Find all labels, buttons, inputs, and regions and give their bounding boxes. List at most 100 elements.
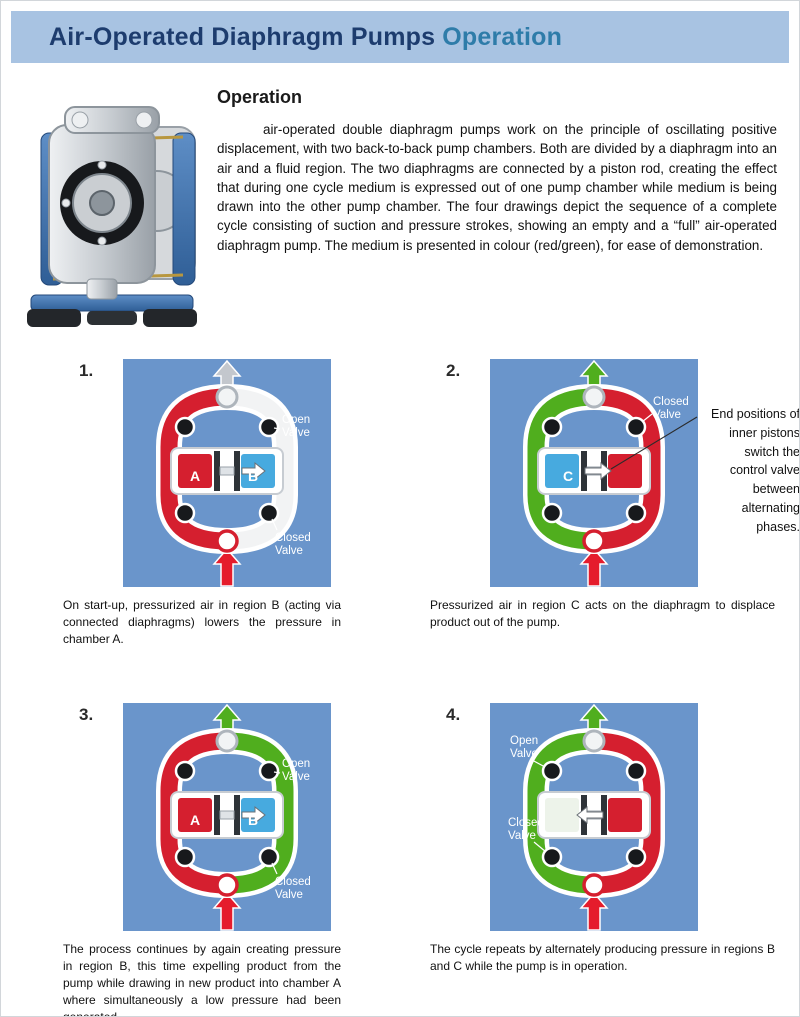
pump-top-manifold [64, 106, 160, 134]
pump-bolt-top [97, 160, 107, 170]
pump-frame-right [172, 132, 196, 286]
figure-4-diagram: Open Valve Closed Valve [490, 703, 698, 932]
closed-valve-callout [271, 863, 278, 875]
tube-left [527, 732, 603, 894]
piston-direction-arrow [576, 806, 604, 825]
figure-2-top: 2. [430, 359, 799, 587]
region-b-label: B [248, 468, 258, 484]
tube-left [160, 732, 236, 894]
figure-3-caption: The process continues by again creating … [63, 942, 341, 1017]
valve-ball-top-left [541, 416, 563, 438]
pump-photo-illustration [27, 106, 197, 327]
pump-foot-left [27, 309, 81, 327]
closed-valve-label: Closed [275, 532, 311, 544]
pump-bolt-bottom [97, 236, 107, 246]
piston-direction-arrow [241, 806, 266, 825]
intro-text: Operation air-operated double diaphragm … [217, 83, 777, 341]
chamber-left [545, 798, 579, 833]
intro-heading: Operation [217, 87, 303, 107]
figure-4-top: 4. [430, 703, 799, 932]
open-valve-callout [273, 771, 281, 774]
chamber-left [178, 454, 212, 488]
valve-ball-bottom-right [258, 502, 280, 524]
open-valve-label: Open [282, 414, 310, 426]
figure-2-number: 2. [446, 361, 461, 380]
figure-4: 4. [430, 703, 799, 1016]
closed-valve-label: Valve [275, 545, 303, 557]
valve-ball-top-right [625, 416, 647, 438]
bottom-flow-arrow [579, 892, 609, 932]
figure-1-caption: On start-up, pressurized air in region B… [63, 598, 341, 646]
bottom-port [582, 529, 606, 553]
bottom-port [582, 873, 606, 898]
region-b-label: B [248, 812, 258, 828]
closed-valve-label: Valve [653, 409, 681, 421]
figure-1-top: 1. [63, 359, 430, 587]
valve-ball-top-left [541, 761, 563, 782]
top-port [215, 385, 239, 409]
figure-3-diagram: Open Valve Closed Valve A B [123, 703, 331, 932]
pump-foot-center [87, 311, 137, 325]
figures-row-2: 3. [63, 703, 799, 1017]
valve-ball-bottom-right [258, 847, 280, 868]
tube-right [218, 732, 294, 894]
figure-4-number: 4. [446, 705, 461, 725]
bottom-port [215, 873, 239, 898]
open-valve-label: Valve [282, 427, 310, 439]
bottom-flow-arrow [212, 547, 242, 587]
region-a-label: A [190, 812, 200, 828]
open-valve-label: Open [282, 758, 310, 770]
figure-3-top: 3. [63, 703, 430, 932]
chamber-left [178, 798, 212, 833]
diaphragm-right [234, 451, 240, 491]
tube-right [218, 388, 294, 550]
open-valve-label: Open [510, 735, 538, 747]
page-title-accent: Operation [442, 22, 563, 51]
pump-schematic-2: Closed Valve C [490, 359, 698, 587]
figures-row-1: 1. [63, 359, 799, 647]
pump-top-cap-right [135, 111, 153, 129]
figure-3-number: 3. [79, 705, 94, 725]
pump-hub [89, 190, 115, 216]
figures-section: 1. [63, 359, 799, 1017]
closed-valve-label: Valve [508, 830, 536, 842]
chamber-left [545, 454, 579, 488]
intro-paragraph: air-operated double diaphragm pumps work… [217, 122, 777, 253]
open-valve-label: Valve [510, 748, 538, 760]
closed-valve-callout [271, 518, 278, 531]
bottom-flow-arrow [212, 892, 242, 932]
tube-left [160, 388, 236, 550]
top-port [215, 729, 239, 753]
chamber-right [608, 454, 642, 488]
intro-section: Operation air-operated double diaphragm … [23, 83, 787, 341]
figure-2: 2. [430, 359, 799, 647]
pump-schematic-3: Open Valve Closed Valve A B [123, 703, 331, 932]
figure-1: 1. [63, 359, 430, 647]
chamber-right [608, 798, 642, 833]
pump-foot-right [143, 309, 197, 327]
side-note-callout [610, 416, 698, 470]
open-valve-callout [273, 427, 281, 430]
diaphragm-left [581, 451, 587, 491]
figure-1-diagram: Open Valve Closed Valve A B [123, 359, 331, 587]
pump-photo [23, 83, 209, 341]
valve-ball-top-left [174, 761, 196, 782]
tube-right [585, 388, 661, 550]
diaphragm-left [214, 795, 220, 836]
top-port [582, 385, 606, 409]
figure-1-number: 1. [79, 361, 94, 380]
valve-ball-bottom-left [174, 502, 196, 524]
figure-4-caption: The cycle repeats by alternately produci… [430, 942, 775, 974]
closed-valve-label: Closed [508, 817, 544, 829]
closed-valve-label: Valve [275, 889, 303, 901]
piston-direction-arrow [241, 461, 266, 481]
valve-ball-bottom-left [541, 502, 563, 524]
valve-ball-bottom-right [625, 502, 647, 524]
valve-ball-bottom-right [625, 847, 647, 868]
region-a-label: A [190, 468, 200, 484]
closed-valve-callout [533, 841, 547, 853]
piston-direction-arrow [584, 461, 612, 481]
tube-left [527, 388, 603, 550]
